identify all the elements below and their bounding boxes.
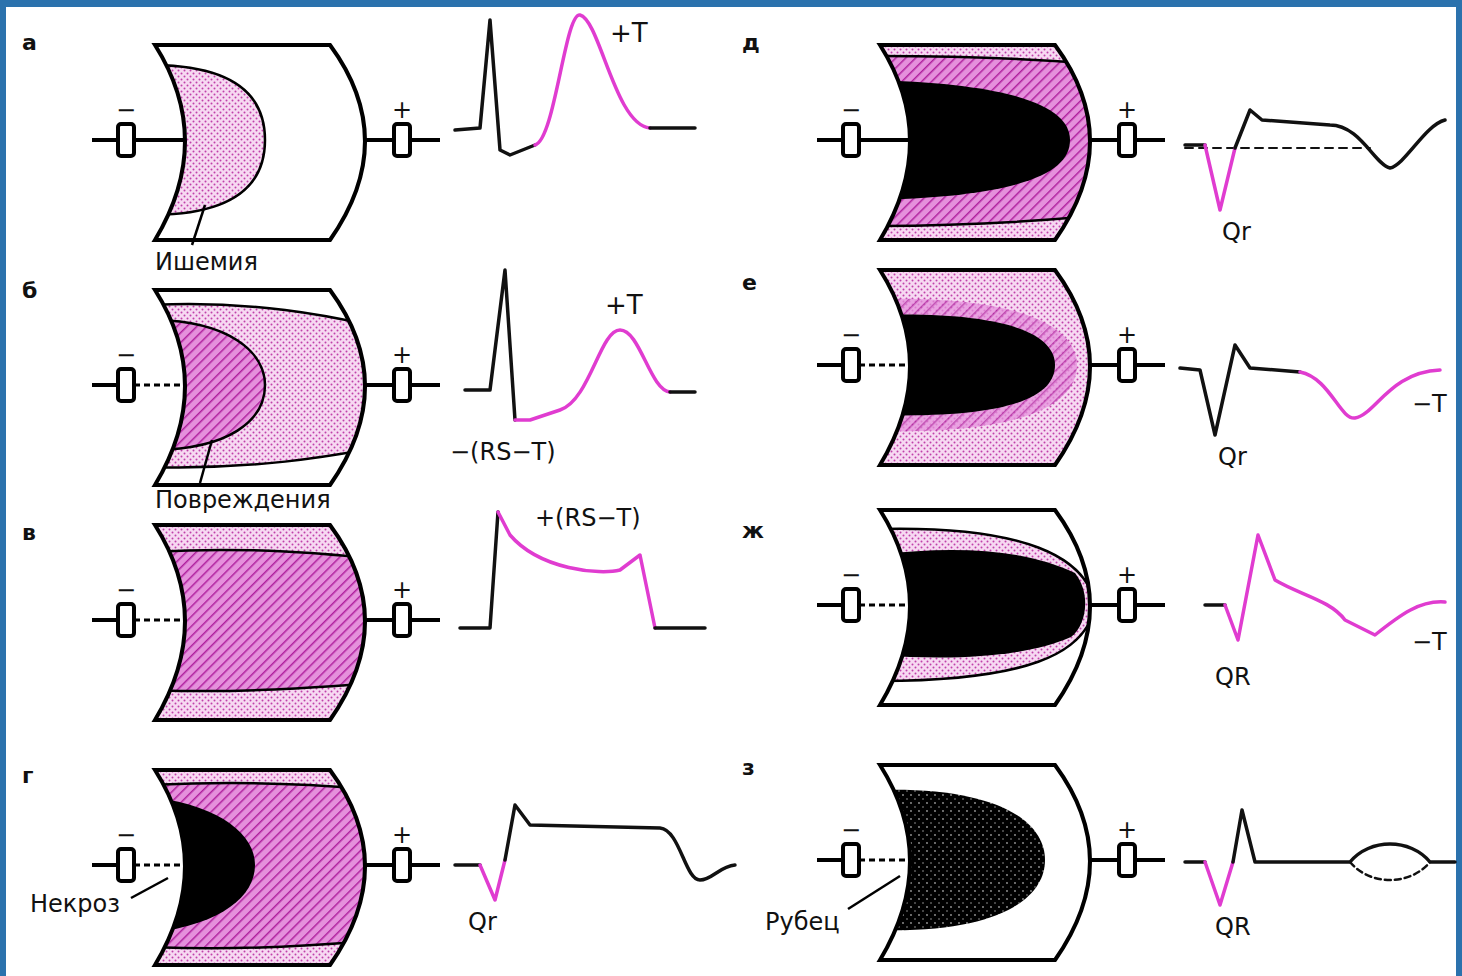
panel-letter: б [22, 280, 37, 302]
wave-label: QR [1215, 665, 1251, 689]
wave-label: +T [605, 292, 643, 318]
electrode-sign: − [116, 343, 136, 367]
electrode-sign: + [1117, 98, 1137, 122]
panel-letter: з [742, 757, 755, 779]
frame-bar [0, 0, 1462, 7]
heart-wall [817, 265, 1165, 475]
zone-label: Некроз [30, 892, 120, 916]
panel-letter: в [22, 522, 36, 544]
panel-letter: г [22, 765, 34, 787]
frame-bar [1456, 0, 1462, 976]
frame-bar [0, 0, 6, 976]
wave-label: +(RS−T) [535, 506, 641, 530]
panel-letter: д [742, 32, 760, 54]
electrode-sign: + [1117, 563, 1137, 587]
wave-label: Qr [1222, 220, 1251, 244]
electrode-sign: − [116, 578, 136, 602]
panel-letter: а [22, 32, 37, 54]
electrode-sign: − [841, 563, 861, 587]
electrode-sign: + [392, 343, 412, 367]
electrode-sign: + [1117, 323, 1137, 347]
panel-letter: е [742, 272, 757, 294]
leader-line [848, 876, 900, 909]
electrode-sign: − [841, 98, 861, 122]
wave-label: Qr [1218, 445, 1247, 469]
leader-line [200, 440, 212, 483]
panel-letter: ж [742, 520, 764, 542]
zone-label: Ишемия [155, 250, 258, 274]
electrode-sign: + [392, 578, 412, 602]
electrode-sign: + [392, 823, 412, 847]
heart-wall [817, 510, 1165, 705]
leader-line [131, 878, 168, 898]
heart-wall [92, 45, 440, 240]
wave-label: QR [1215, 915, 1251, 939]
heart-wall [92, 290, 440, 485]
electrode-sign: − [116, 98, 136, 122]
electrode-sign: − [116, 823, 136, 847]
heart-wall [92, 765, 440, 975]
wave-label: −T [1412, 392, 1447, 416]
electrode-sign: + [1117, 818, 1137, 842]
wave-label: +T [610, 20, 648, 46]
electrode-sign: + [392, 98, 412, 122]
wave-label: −T [1412, 630, 1447, 654]
heart-wall [817, 765, 1165, 960]
ecg-trace [455, 15, 1455, 905]
zone-label: Повреждения [155, 488, 331, 512]
leader-line [192, 205, 205, 245]
wave-label: Qr [468, 910, 497, 934]
heart-wall [817, 40, 1165, 250]
electrode-sign: − [841, 818, 861, 842]
heart-wall [92, 520, 440, 730]
zone-label: Рубец [765, 910, 840, 934]
electrode-sign: − [841, 323, 861, 347]
wave-label: −(RS−T) [450, 440, 556, 464]
